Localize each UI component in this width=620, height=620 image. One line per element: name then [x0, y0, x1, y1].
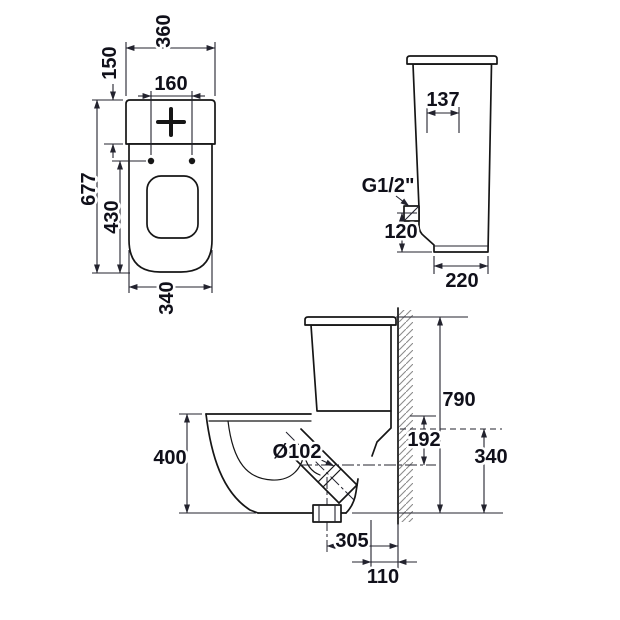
dim-tank-depth: 150	[99, 46, 121, 79]
side-tank-body	[310, 324, 392, 412]
pan-back-lower	[345, 478, 359, 514]
dim-outlet-from-wall: 305	[335, 530, 368, 552]
floor-outlet-stub	[312, 504, 342, 523]
dim-overall-height: 790	[442, 389, 475, 411]
dim-hinge-spacing: 160	[154, 73, 187, 95]
dim-inlet-height: 120	[384, 221, 417, 243]
hinge-hole-right	[188, 157, 196, 165]
dim-overall-depth: 677	[78, 172, 100, 205]
side-elevation-view: 790 192 340 400 Ø102 305 110	[151, 307, 510, 591]
hinge-hole-left	[147, 157, 155, 165]
pan-front-profile	[205, 413, 259, 514]
plan-bowl-outline	[128, 143, 213, 273]
seat-opening	[146, 175, 199, 239]
dim-tank-depth-side: 220	[445, 270, 478, 292]
tank-view: 137 G1/2" 120 220	[359, 55, 498, 295]
dim-bowl-length: 430	[101, 200, 123, 233]
plan-view: 360 150 160 677 430 340	[76, 12, 216, 317]
side-tank-lid	[304, 316, 397, 326]
dim-back-height: 340	[474, 446, 507, 468]
trap-inner	[303, 452, 321, 476]
dim-base-width: 340	[156, 281, 178, 314]
label-inlet-thread: G1/2"	[362, 175, 415, 197]
dim-wall-offset: 110	[367, 566, 399, 588]
dim-overall-width: 360	[153, 14, 175, 47]
pan-back-upper	[371, 410, 392, 457]
tank-lid-outline	[406, 55, 498, 65]
bowl-inner	[227, 420, 305, 481]
dim-outlet-diameter: Ø102	[273, 441, 322, 463]
dim-outlet-drop: 192	[407, 429, 440, 451]
wall-hatch	[398, 310, 413, 522]
dim-valve-width: 137	[426, 89, 459, 111]
dim-bowl-height: 400	[153, 447, 186, 469]
